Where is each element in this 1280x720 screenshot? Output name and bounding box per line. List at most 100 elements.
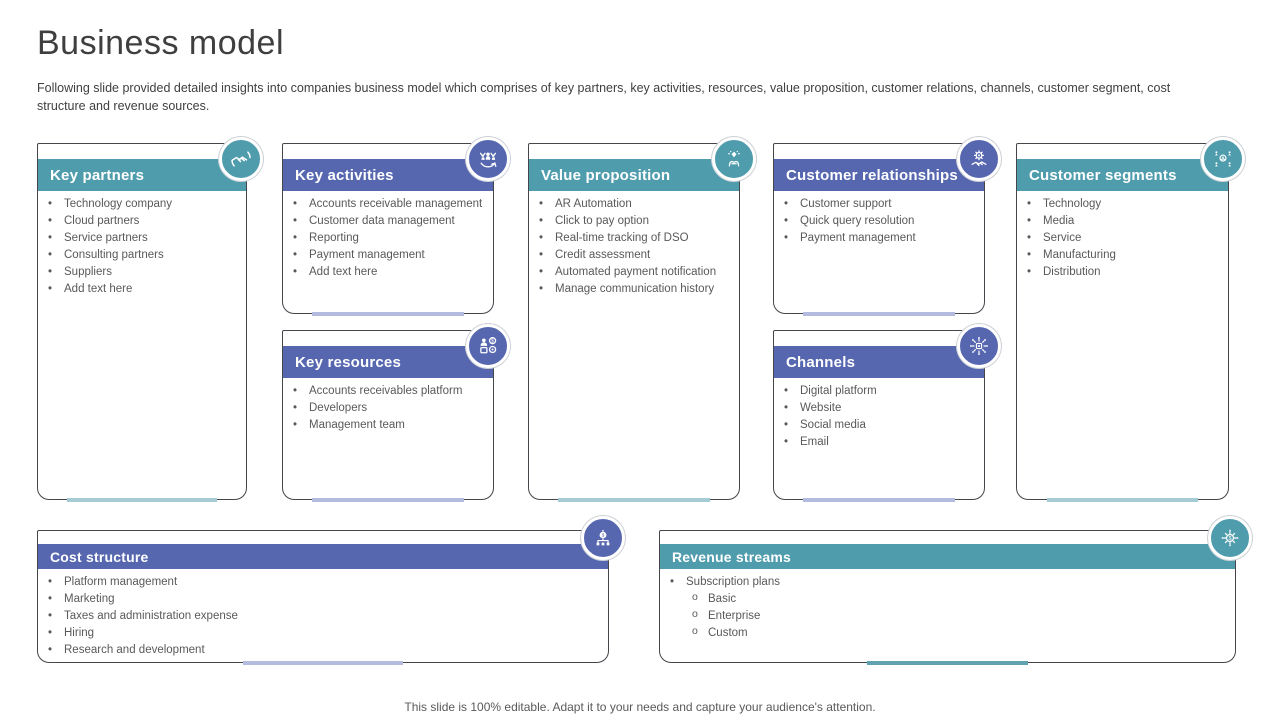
card-value-proposition: Value proposition AR AutomationClick to … [528,137,756,502]
sub-list-item: Enterprise [686,608,1229,624]
card-accent-line [803,312,955,316]
card-items: AR AutomationClick to pay optionReal-tim… [529,197,733,300]
team-icon [466,137,510,181]
list-item: Social media [774,418,978,433]
list-item: Taxes and administration expense [38,609,602,624]
card-title: Value proposition [541,166,671,184]
card-items: Accounts receivables platformDevelopersM… [283,384,487,435]
list-item: Service [1017,231,1222,246]
list-item: Manufacturing [1017,248,1222,263]
card-key-resources: Key resources $ Accounts receivables pla… [282,324,510,502]
svg-text:$: $ [602,533,605,538]
list-item: Click to pay option [529,214,733,229]
card-accent-line [312,498,464,502]
people-network-icon [1201,137,1245,181]
handshake-icon [219,137,263,181]
card-items: Technology companyCloud partnersService … [38,197,240,300]
list-item: Technology company [38,197,240,212]
list-item: Quick query resolution [774,214,978,229]
slide-subtitle: Following slide provided detailed insigh… [37,81,1171,114]
list-item: Add text here [283,265,487,280]
list-item: Research and development [38,643,602,658]
list-item: Manage communication history [529,282,733,297]
card-customer-segments: Customer segments TechnologyMediaService… [1016,137,1245,502]
card-title: Revenue streams [672,548,791,565]
card-channels: Channels Digital platformWebsiteSocial m… [773,324,1001,502]
list-item: Reporting [283,231,487,246]
card-header: Revenue streams [660,544,1235,569]
svg-text:$: $ [1228,536,1231,542]
card-items: Accounts receivable managementCustomer d… [283,197,487,282]
person-dollar-icon: $ [466,324,510,368]
card-cost-structure: Cost structure $ Platform managementMark… [37,516,625,665]
list-item: Suppliers [38,265,240,280]
card-accent-line [67,498,217,502]
list-item: Customer support [774,197,978,212]
card-customer-relationships: Customer relationships Customer supportQ… [773,137,1001,316]
page-title: Business model [37,24,285,62]
list-item: Accounts receivables platform [283,384,487,399]
sub-list: BasicEnterpriseCustom [686,591,1229,641]
diamond-hand-icon [712,137,756,181]
card-header: Key resources [283,346,493,378]
card-header: Channels [774,346,984,378]
slide-footer-note: This slide is 100% editable. Adapt it to… [404,700,876,714]
card-items: Subscription plansBasicEnterpriseCustom [660,575,1229,643]
card-accent-line [558,498,710,502]
card-title: Key activities [295,166,394,184]
list-item: Real-time tracking of DSO [529,231,733,246]
list-item: Developers [283,401,487,416]
list-item: Accounts receivable management [283,197,487,212]
card-accent-line [867,661,1028,665]
list-item: Automated payment notification [529,265,733,280]
card-accent-line [312,312,464,316]
list-item: Media [1017,214,1222,229]
card-header: Customer relationships [774,159,984,191]
sub-list-item: Basic [686,591,1229,607]
list-item: Management team [283,418,487,433]
card-header: Cost structure [38,544,608,569]
list-item: Marketing [38,592,602,607]
list-item: Add text here [38,282,240,297]
card-accent-line [803,498,955,502]
card-header: Key activities [283,159,493,191]
card-header: Value proposition [529,159,739,191]
network-hub-icon [957,324,1001,368]
card-accent-line [1046,498,1199,502]
list-item: Payment management [283,248,487,263]
list-item: AR Automation [529,197,733,212]
svg-text:$: $ [491,339,494,345]
card-items: Platform managementMarketingTaxes and ad… [38,575,602,660]
card-title: Customer segments [1029,166,1177,184]
card-revenue-streams: Revenue streams $ Subscription plansBasi… [659,516,1252,665]
card-title: Channels [786,353,856,371]
list-item: Email [774,435,978,450]
card-title: Key resources [295,353,401,371]
list-item: Platform management [38,575,602,590]
card-title: Customer relationships [786,166,958,184]
card-items: Digital platformWebsiteSocial mediaEmail [774,384,978,452]
list-item: Consulting partners [38,248,240,263]
card-header: Key partners [38,159,246,191]
list-item: Credit assessment [529,248,733,263]
dollar-network-icon: $ [1208,516,1252,560]
list-item: Distribution [1017,265,1222,280]
list-item: Customer data management [283,214,487,229]
card-header: Customer segments [1017,159,1228,191]
list-item: Hiring [38,626,602,641]
handshake-gear-icon [957,137,1001,181]
list-item: Digital platform [774,384,978,399]
list-item: Subscription plansBasicEnterpriseCustom [660,575,1229,641]
list-item: Technology [1017,197,1222,212]
card-accent-line [243,661,403,665]
list-item: Website [774,401,978,416]
sub-list-item: Custom [686,625,1229,641]
card-key-partners: Key partners Technology companyCloud par… [37,137,263,502]
card-items: TechnologyMediaServiceManufacturingDistr… [1017,197,1222,282]
card-items: Customer supportQuick query resolutionPa… [774,197,978,248]
card-title: Cost structure [50,548,149,565]
money-bag-hierarchy-icon: $ [581,516,625,560]
card-title: Key partners [50,166,145,184]
list-item: Payment management [774,231,978,246]
